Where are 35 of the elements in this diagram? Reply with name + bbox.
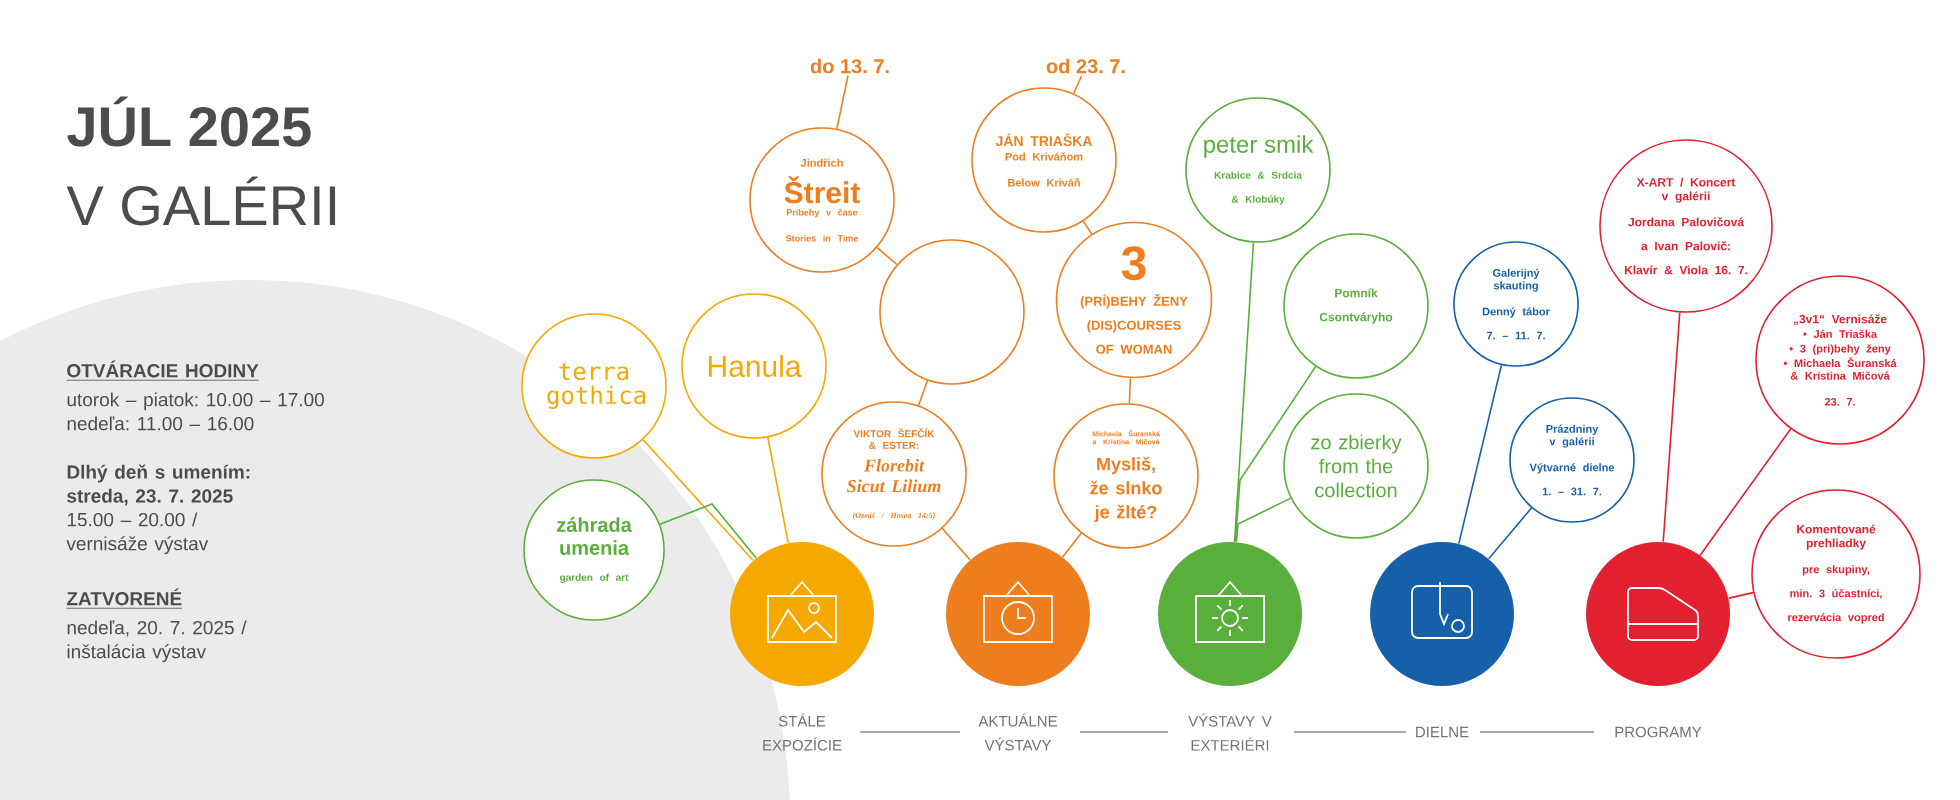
date-label: od 23. 7.	[1046, 58, 1125, 74]
connector-line	[836, 74, 849, 130]
connector-line	[659, 503, 757, 559]
connector-line	[1727, 591, 1755, 599]
category-circle	[730, 542, 874, 686]
connector-line	[642, 439, 754, 562]
note: 15.00 – 20.00 / vernisáže výstav	[66, 512, 209, 555]
connector-line	[1458, 364, 1503, 545]
connector-line	[1082, 220, 1093, 235]
category-circle	[1586, 542, 1730, 686]
connector-line	[876, 246, 898, 266]
connector-line	[917, 379, 929, 407]
connector-line	[1699, 428, 1792, 556]
connector-line	[1128, 377, 1132, 405]
date-label: do 13. 7.	[810, 58, 889, 74]
connector-line	[1235, 497, 1292, 543]
connector-line	[1061, 532, 1082, 558]
category-circle	[1370, 542, 1514, 686]
connector-line	[767, 436, 790, 544]
heading: JÚL 2025	[67, 96, 311, 147]
category-circle	[1158, 542, 1302, 686]
connector-line	[1072, 74, 1083, 95]
section-heading: OTVÁRACIE HODINY	[66, 360, 260, 381]
connector-line	[1234, 365, 1317, 543]
note: Dlhý deň s umením: streda, 23. 7. 2025	[67, 464, 250, 506]
connector-line	[1233, 241, 1255, 543]
opening-hours: utorok – piatok: 10.00 – 17.00 nedeľa: 11.00 – 16.00	[67, 392, 324, 431]
section-heading: ZATVORENÉ	[66, 588, 183, 609]
heading: V GALÉRII	[66, 176, 336, 226]
empty-circle	[879, 239, 1025, 385]
note: nedeľa, 20. 7. 2025 / inštalácia výstav	[67, 620, 247, 663]
category-circle	[946, 542, 1090, 686]
connector-line	[1662, 311, 1681, 543]
connector-line	[941, 527, 971, 561]
connector-line	[1487, 507, 1533, 560]
